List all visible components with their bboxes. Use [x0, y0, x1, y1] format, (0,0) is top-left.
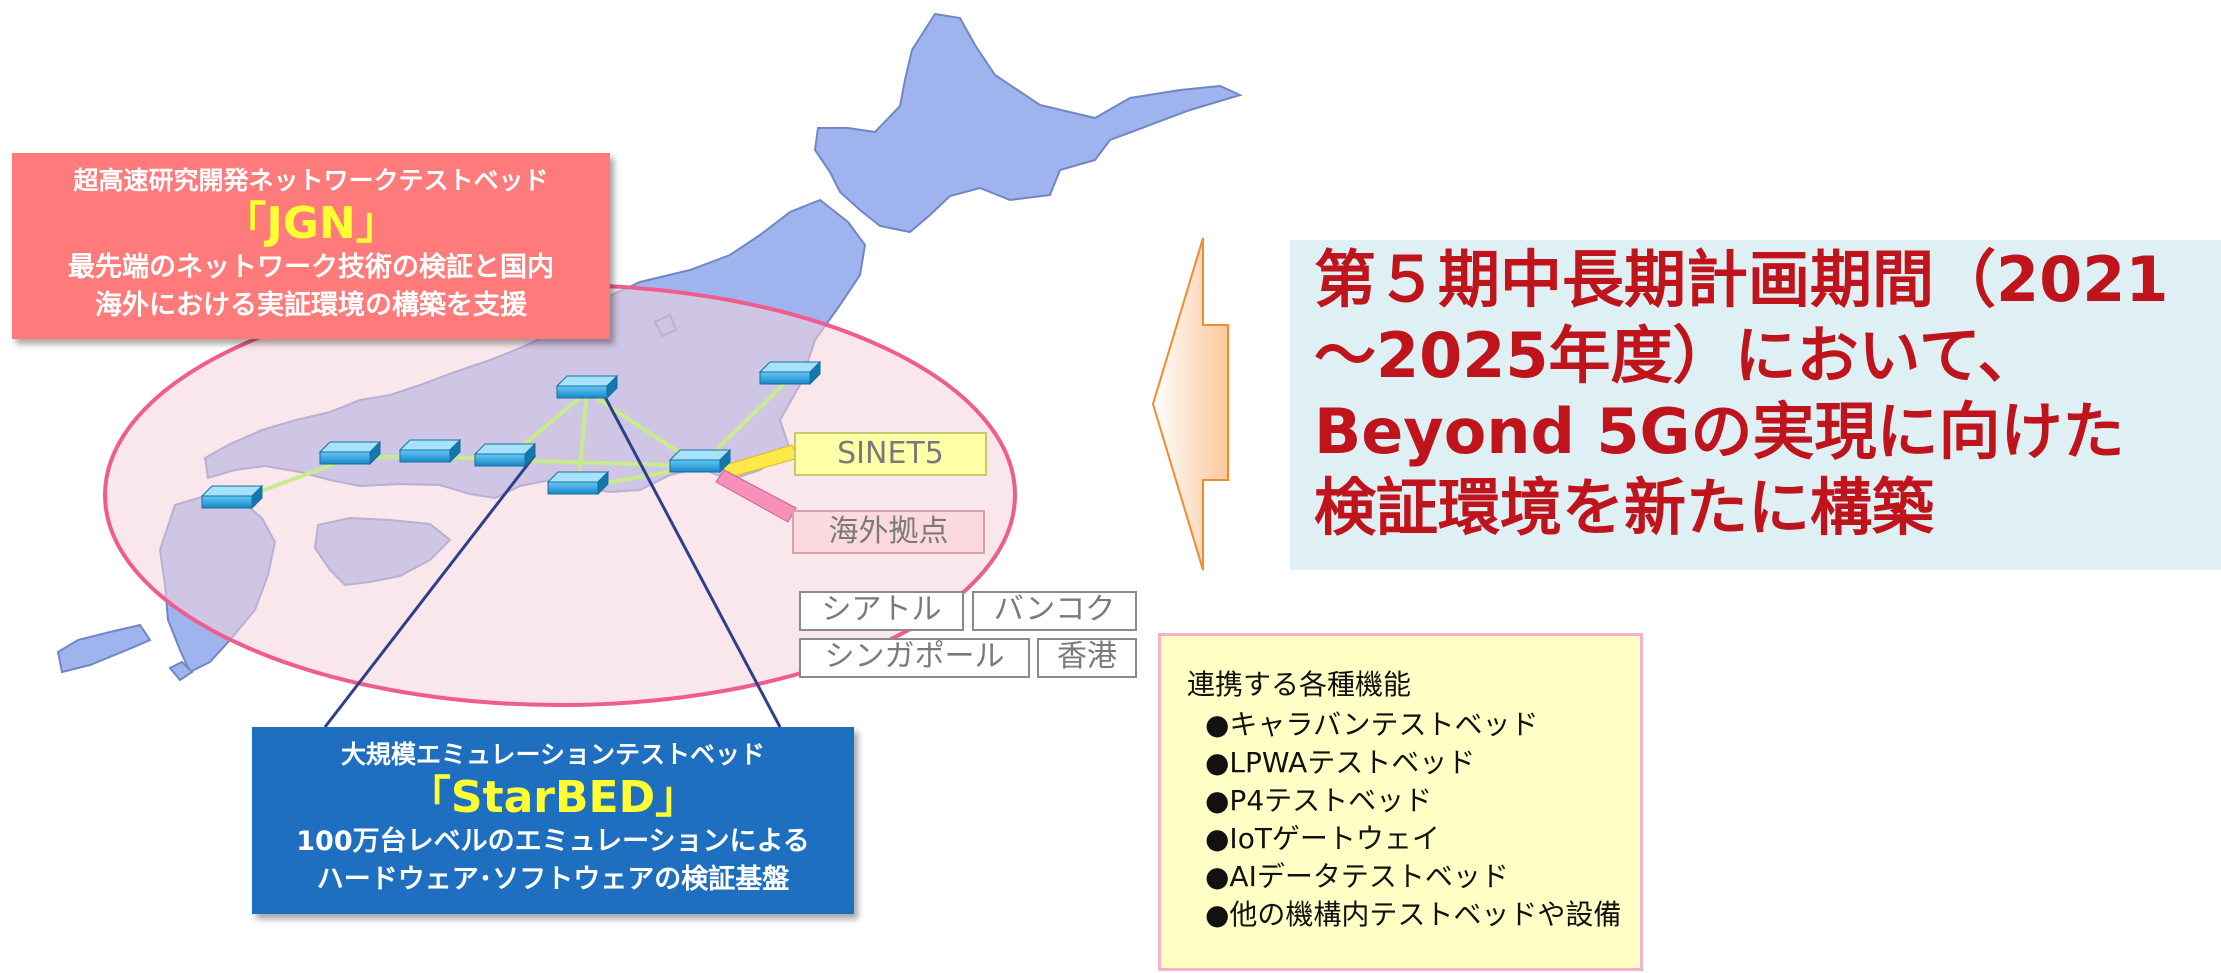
function-item: ●LPWAテストベッド [1205, 746, 1476, 779]
function-item: ●他の機構内テストベッドや設備 [1205, 898, 1622, 931]
small-island-shape [168, 660, 194, 682]
starbed-title: 「StarBED」 [406, 772, 700, 823]
jgn-desc-line1: 最先端のネットワーク技術の検証と国内 [68, 252, 554, 283]
router-node [758, 360, 822, 386]
left-arrow [1151, 237, 1229, 571]
okinawa-island-shape [56, 623, 152, 674]
plan-headline-box: 第５期中長期計画期間（2021 ～2025年度）において、 Beyond 5Gの… [1290, 240, 2221, 570]
plan-line-1: 第５期中長期計画期間（2021 [1314, 243, 2169, 316]
jgn-desc-line2: 海外における実証環境の構築を支援 [95, 290, 527, 321]
plan-line-2: ～2025年度）において、 [1314, 319, 2040, 392]
callout-line [601, 392, 782, 728]
function-item: ●AIデータテストベッド [1205, 860, 1509, 893]
router-node [200, 484, 264, 510]
jgn-subtitle: 超高速研究開発ネットワークテストベッド [73, 166, 549, 195]
hongkong-tag: 香港 [1037, 638, 1137, 678]
router-nodes [200, 360, 822, 510]
bangkok-tag: バンコク [972, 591, 1137, 631]
function-item: ●IoTゲートウェイ [1205, 822, 1440, 855]
router-node [318, 440, 382, 466]
starbed-callout-lines [323, 392, 782, 728]
router-node [473, 442, 537, 468]
sinet5-tag: SINET5 [794, 432, 987, 476]
singapore-tag: シンガポール [799, 638, 1030, 678]
router-node [546, 470, 610, 496]
starbed-desc-line1: 100万台レベルのエミュレーションによる [296, 826, 810, 857]
hokkaido-shape [813, 12, 1243, 234]
overseas-link [715, 469, 797, 523]
callout-line [323, 454, 537, 728]
plan-line-3: Beyond 5Gの実現に向けた [1314, 395, 2125, 468]
functions-heading: 連携する各種機能 [1187, 668, 1412, 701]
overseas-base-tag: 海外拠点 [792, 510, 985, 554]
seattle-tag: シアトル [799, 591, 964, 631]
network-link [504, 458, 701, 468]
linked-functions-box: 連携する各種機能 ●キャラバンテストベッド ●LPWAテストベッド ●P4テスト… [1158, 633, 1643, 971]
function-item: ●P4テストベッド [1205, 784, 1433, 817]
starbed-desc-line2: ハードウェア･ソフトウェアの検証基盤 [316, 864, 790, 895]
router-node [555, 374, 619, 400]
starbed-subtitle: 大規模エミュレーションテストベッド [340, 740, 765, 769]
starbed-box: 大規模エミュレーションテストベッド 「StarBED」 100万台レベルのエミュ… [252, 727, 854, 914]
router-node [398, 438, 462, 464]
function-item: ●キャラバンテストベッド [1205, 708, 1539, 741]
plan-line-4: 検証環境を新たに構築 [1314, 471, 1935, 544]
jgn-title: 「JGN」 [222, 198, 400, 249]
router-node [668, 448, 732, 474]
jgn-box: 超高速研究開発ネットワークテストベッド 「JGN」 最先端のネットワーク技術の検… [12, 153, 610, 339]
